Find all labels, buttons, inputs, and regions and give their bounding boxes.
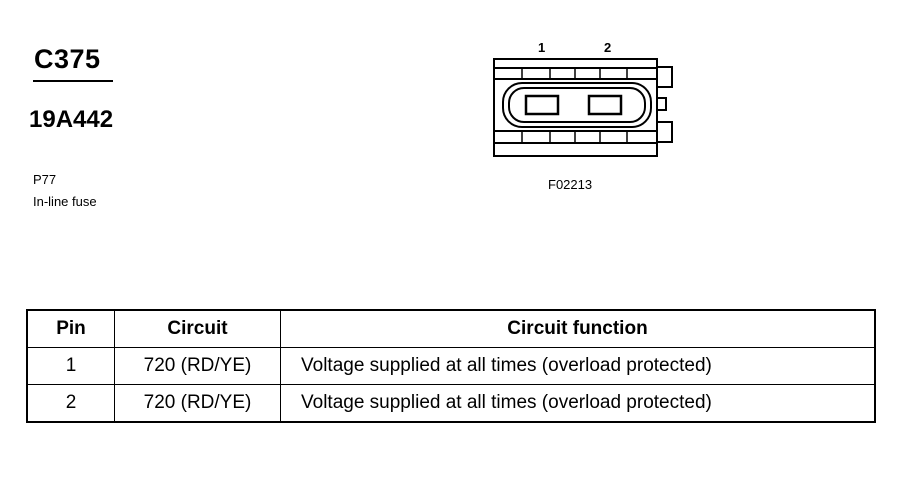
pin-label-1: 1 — [538, 40, 546, 55]
pin-cavity-2 — [587, 94, 623, 116]
component-code: P77 — [33, 172, 57, 187]
side-tab-bottom — [656, 121, 673, 143]
cell-pin: 2 — [26, 384, 115, 423]
cell-circuit: 720 (RD/YE) — [114, 347, 281, 385]
header-pin: Pin — [26, 309, 115, 348]
top-ribs — [521, 68, 628, 79]
header-circuit: Circuit — [114, 309, 281, 348]
side-tab-top — [656, 66, 673, 88]
inner-housing-inner — [508, 87, 646, 123]
bottom-ribs — [521, 131, 628, 143]
cell-circuit: 720 (RD/YE) — [114, 384, 281, 423]
cell-pin: 1 — [26, 347, 115, 385]
inner-housing-outer — [502, 82, 652, 128]
pinout-table: Pin Circuit Circuit function 1 720 (RD/Y… — [26, 309, 876, 423]
connector-id-underline — [33, 80, 113, 82]
side-tab-middle — [656, 97, 667, 111]
cell-function: Voltage supplied at all times (overload … — [280, 384, 876, 423]
cell-function: Voltage supplied at all times (overload … — [280, 347, 876, 385]
component-description: In-line fuse — [33, 194, 97, 209]
figure-reference: F02213 — [548, 177, 593, 192]
connector-id: C375 — [34, 44, 101, 74]
pin-label-2: 2 — [604, 40, 612, 55]
table-header-row: Pin Circuit Circuit function — [26, 309, 876, 348]
part-number: 19A442 — [29, 106, 114, 133]
table-row: 2 720 (RD/YE) Voltage supplied at all ti… — [26, 384, 876, 423]
pin-cavity-1 — [524, 94, 560, 116]
header-circuit-function: Circuit function — [280, 309, 876, 348]
table-row: 1 720 (RD/YE) Voltage supplied at all ti… — [26, 347, 876, 385]
